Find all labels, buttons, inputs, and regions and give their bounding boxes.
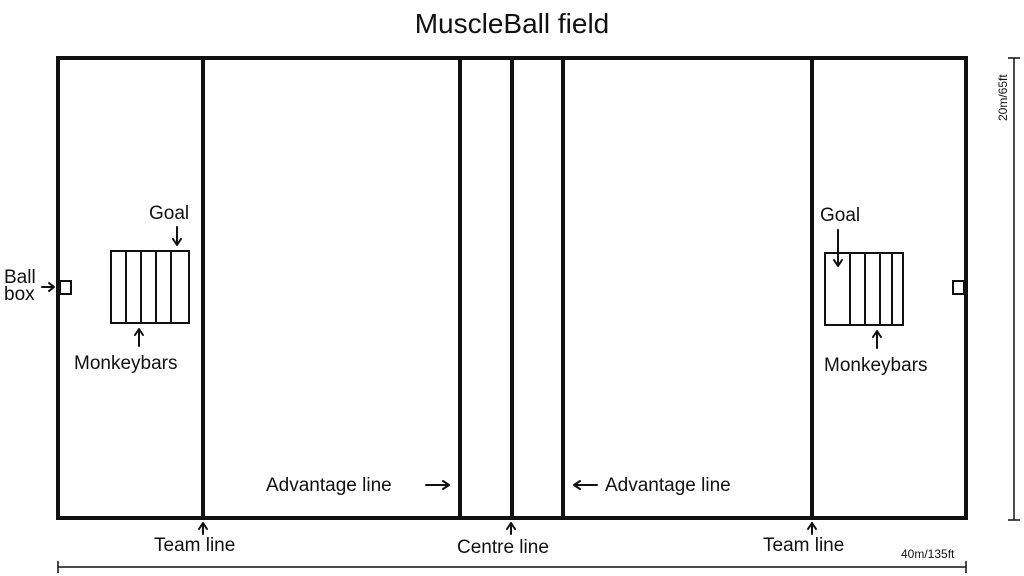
arrow-left-icon [573,480,598,490]
advantage-line-label-right: Advantage line [605,475,731,496]
arrow-up-icon [807,522,817,535]
arrow-down-icon [172,226,182,246]
monkeybars-left [110,250,190,324]
advantage-line-label-left: Advantage line [266,475,392,496]
arrow-up-icon [134,328,144,347]
monkeybars-label-left: Monkeybars [74,353,178,374]
ball-box-right [952,280,965,295]
ball-box-label: Ball box [4,267,36,305]
monkeybars-label-right: Monkeybars [824,355,928,376]
ball-box-label-line2: box [4,284,35,305]
monkeybars-right [824,252,904,326]
width-dimension-line [57,561,967,573]
team-line-label-left: Team line [154,535,236,556]
arrow-down-icon [833,229,843,267]
diagram-title: MuscleBall field [414,8,610,39]
height-dimension-label: 20m/65ft [996,74,1010,121]
height-dimension-line [1008,57,1020,521]
arrow-up-icon [872,330,882,349]
arrow-right-icon [425,480,450,490]
arrow-right-icon [41,282,55,292]
ball-box-label-line1: Ball [4,267,36,288]
centre-line-label: Centre line [457,537,549,558]
arrow-up-icon [506,522,516,535]
ball-box-left [59,280,72,295]
arrow-up-icon [198,522,208,535]
goal-label-left: Goal [149,203,190,224]
team-line-label-right: Team line [763,535,845,556]
width-dimension-label: 40m/135ft [901,547,955,561]
goal-label-right: Goal [820,205,861,226]
